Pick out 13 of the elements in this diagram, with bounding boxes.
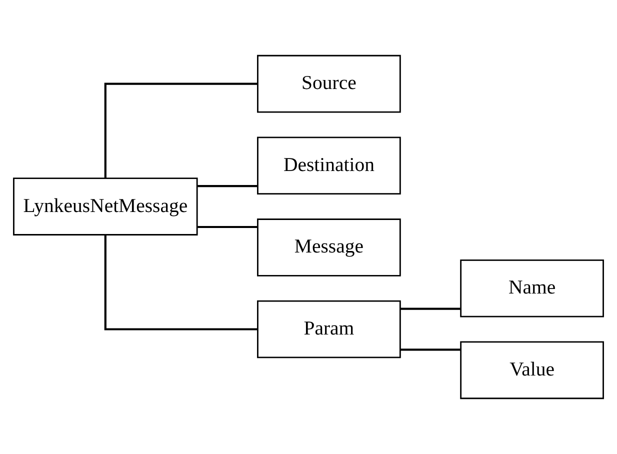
node-box: Value — [460, 341, 604, 400]
connector — [400, 308, 460, 310]
node-box: Source — [257, 54, 401, 113]
connector — [104, 235, 258, 330]
node-box: LynkeusNetMessage — [13, 178, 198, 236]
node-box: Destination — [257, 136, 401, 195]
node-box: Message — [257, 218, 401, 276]
connector — [198, 226, 258, 228]
connector — [400, 348, 460, 351]
connector — [198, 185, 258, 188]
node-box: Name — [460, 259, 604, 318]
node-box: Param — [257, 300, 401, 358]
connector — [104, 82, 258, 178]
